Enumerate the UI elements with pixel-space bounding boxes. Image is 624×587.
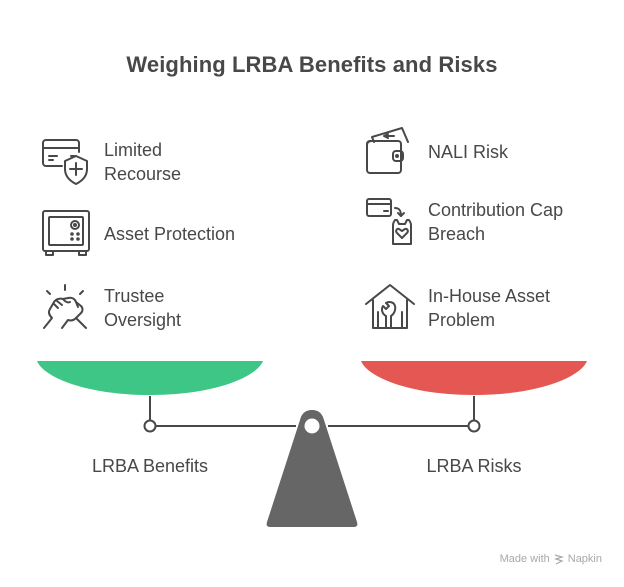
left-pivot: [143, 419, 157, 433]
benefit-item-asset-protection: Asset Protection: [40, 208, 235, 260]
risk-label-line2: Breach: [428, 224, 486, 244]
risks-label: LRBA Risks: [426, 456, 522, 476]
page-title: Weighing LRBA Benefits and Risks: [126, 52, 498, 77]
handshake-icon: [43, 284, 87, 329]
benefit-label-line1: Trustee: [104, 286, 165, 306]
benefits-pan: [37, 361, 263, 395]
risk-item-in-house-asset: In-House Asset Problem: [364, 282, 550, 334]
benefit-label-line1: Asset Protection: [104, 224, 236, 244]
benefit-label-line2: Oversight: [104, 310, 182, 330]
card-shield-icon: [42, 139, 88, 185]
fulcrum: [266, 410, 358, 527]
napkin-logo-icon: [553, 553, 564, 565]
benefits-label: LRBA Benefits: [91, 456, 209, 476]
house-wrench-icon: [365, 284, 415, 329]
wallet-money-icon: [366, 127, 409, 174]
made-with-napkin[interactable]: Made with Napkin: [500, 553, 602, 565]
benefit-label-line1: Limited: [104, 140, 163, 160]
card-to-jar-icon: [366, 198, 412, 245]
risk-label-line2: Problem: [428, 310, 496, 330]
made-with-text: Made with: [499, 553, 550, 565]
benefit-item-trustee-oversight: Trustee Oversight: [40, 282, 181, 334]
right-pivot: [467, 419, 481, 433]
risk-label-line1: In-House Asset: [428, 286, 551, 306]
safe-icon: [42, 210, 90, 256]
benefit-item-limited-recourse: Limited Recourse: [40, 136, 181, 188]
risk-label-line1: NALI Risk: [428, 142, 509, 162]
risks-pan: [361, 361, 587, 395]
risk-item-contribution-cap: Contribution Cap Breach: [364, 196, 563, 248]
risk-item-nali: NALI Risk: [364, 126, 508, 178]
benefit-label-line2: Recourse: [104, 164, 182, 184]
napkin-brand: Napkin: [567, 553, 602, 565]
risk-label-line1: Contribution Cap: [428, 200, 564, 220]
fulcrum-hole: [304, 418, 320, 434]
